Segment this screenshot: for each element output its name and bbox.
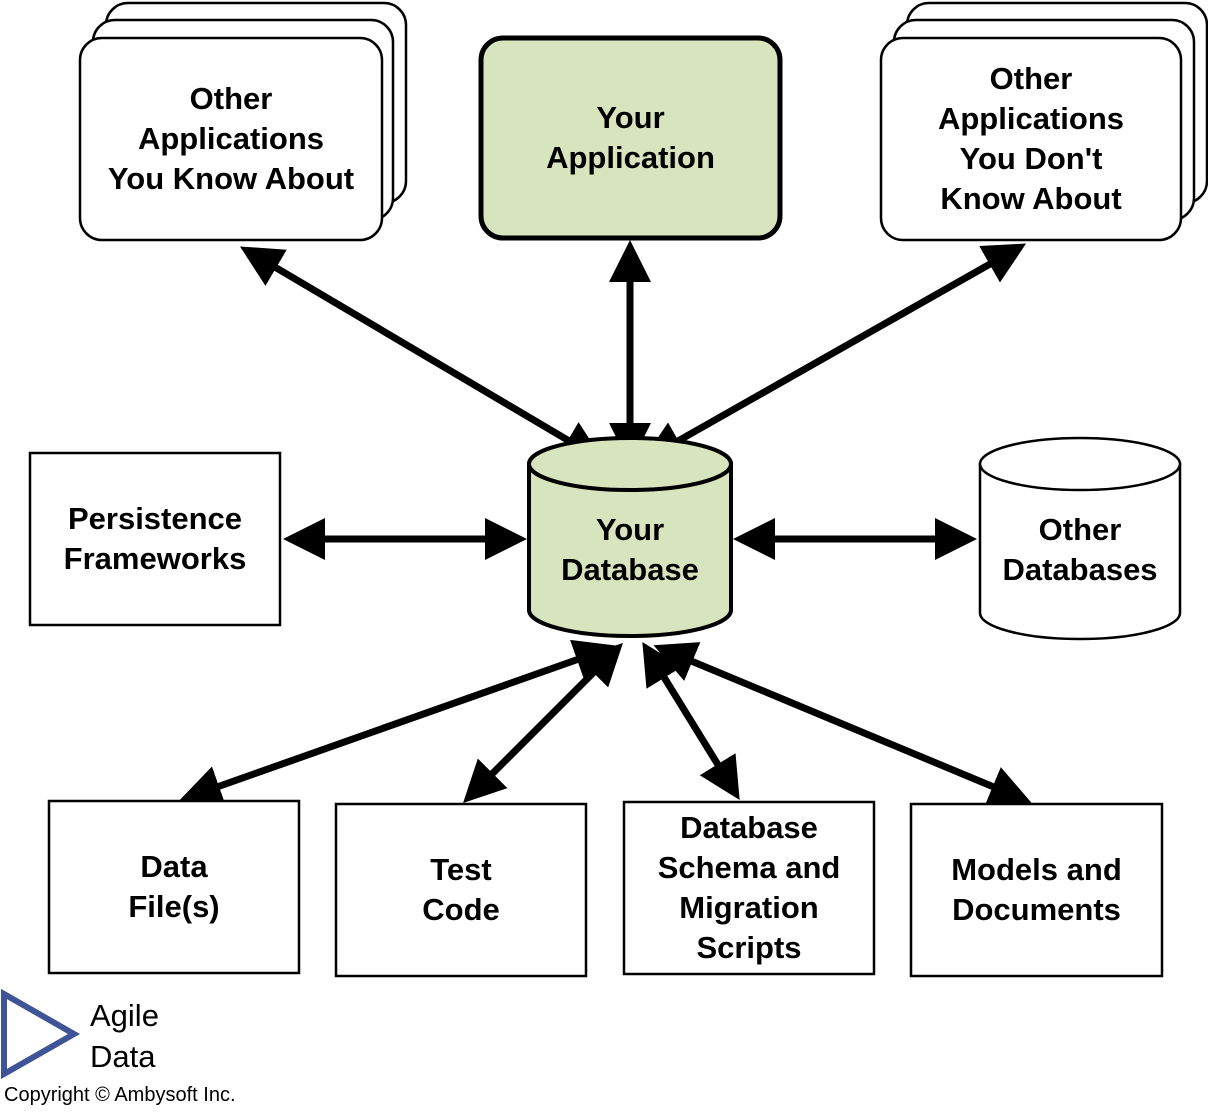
your-application-box xyxy=(478,35,783,241)
label-line: Frameworks xyxy=(63,541,247,576)
label-line: Models and xyxy=(951,852,1122,887)
label-line: Test xyxy=(430,852,492,887)
label-line: Other xyxy=(1038,512,1122,547)
arrow-test-code xyxy=(463,643,623,803)
label-line: Databases xyxy=(1002,552,1158,587)
label-line: Code xyxy=(422,892,500,927)
test-code-box xyxy=(334,802,588,978)
label-line: Schema and xyxy=(657,850,841,885)
known-apps-stack xyxy=(78,1,408,242)
label-line: You Don't xyxy=(959,141,1103,176)
arrow-schema xyxy=(642,642,740,800)
unknown-apps-stack xyxy=(879,1,1208,242)
data-files-box xyxy=(47,799,301,975)
triangle-play-icon xyxy=(0,988,81,1080)
other-databases-cylinder xyxy=(978,436,1182,641)
label-line: You Know About xyxy=(107,161,355,196)
logo-text-data: Data xyxy=(90,1039,156,1074)
logo-text-agile: Agile xyxy=(90,998,159,1033)
label-line: Application xyxy=(546,140,715,175)
label-line: Documents xyxy=(952,892,1121,927)
label-line: Applications xyxy=(137,121,324,156)
arrow-models xyxy=(653,642,1032,806)
label-line: Applications xyxy=(937,101,1124,136)
label-line: Migration xyxy=(679,890,819,925)
label-line: Your xyxy=(595,512,665,547)
label-line: Data xyxy=(140,849,208,884)
label-line: Know About xyxy=(940,181,1122,216)
label-line: Other xyxy=(989,61,1073,96)
copyright-notice: Copyright © Ambysoft Inc. xyxy=(4,1084,236,1106)
arrow-known-apps xyxy=(239,246,605,462)
label-line: Other xyxy=(189,81,273,116)
label-line: File(s) xyxy=(128,889,220,924)
models-box xyxy=(909,802,1164,978)
persistence-box xyxy=(28,451,282,627)
label-line: Database xyxy=(680,810,818,845)
label-line: Persistence xyxy=(67,501,243,536)
label-line: Database xyxy=(561,552,699,587)
label-line: Your xyxy=(596,100,665,135)
your-database-cylinder xyxy=(527,436,733,638)
label-line: Scripts xyxy=(696,930,802,965)
arrow-unknown-apps xyxy=(641,243,1027,462)
schema-box xyxy=(622,800,876,976)
